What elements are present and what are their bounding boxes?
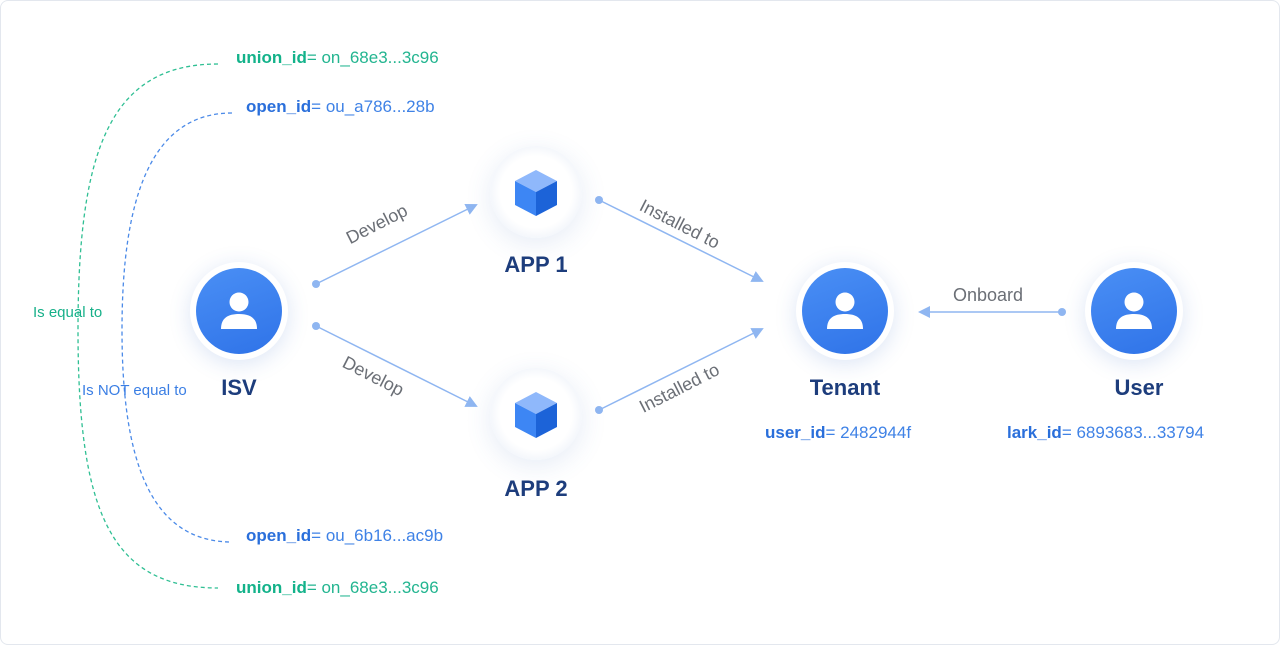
user-label: User (1114, 375, 1164, 400)
installed-edge-app1 (598, 199, 764, 282)
user-lark-id: lark_id= 6893683...33794 (1007, 423, 1205, 442)
is-equal-label: Is equal to (33, 304, 103, 321)
cube-icon (515, 170, 557, 216)
tenant-label: Tenant (809, 375, 881, 400)
app2-label: APP 2 (504, 476, 568, 501)
user-node (1085, 262, 1183, 360)
person-icon (827, 292, 863, 329)
isv-label: ISV (221, 375, 257, 400)
union-id-bottom: union_id= on_68e3...3c96 (236, 578, 439, 597)
tenant-user-id: user_id= 2482944f (765, 423, 912, 442)
onboard-label: Onboard (953, 285, 1024, 305)
isv-node (190, 262, 288, 360)
is-not-equal-label: Is NOT equal to (82, 382, 187, 399)
cube-icon (515, 392, 557, 438)
app2-node (490, 368, 582, 460)
union-id-top: union_id= on_68e3...3c96 (236, 48, 439, 67)
union-id-equal-bracket (77, 63, 219, 589)
open-id-bottom: open_id= ou_6b16...ac9b (246, 526, 444, 545)
open-id-not-equal-bracket (121, 112, 233, 543)
person-icon (221, 292, 257, 329)
develop-edge-app1 (315, 204, 478, 285)
person-icon (1116, 292, 1152, 329)
app1-node (490, 146, 582, 238)
open-id-top: open_id= ou_a786...28b (246, 97, 435, 116)
develop-edge-app2 (315, 325, 478, 407)
tenant-node (796, 262, 894, 360)
installed-edge-app2 (598, 328, 764, 411)
app1-label: APP 1 (504, 252, 568, 277)
